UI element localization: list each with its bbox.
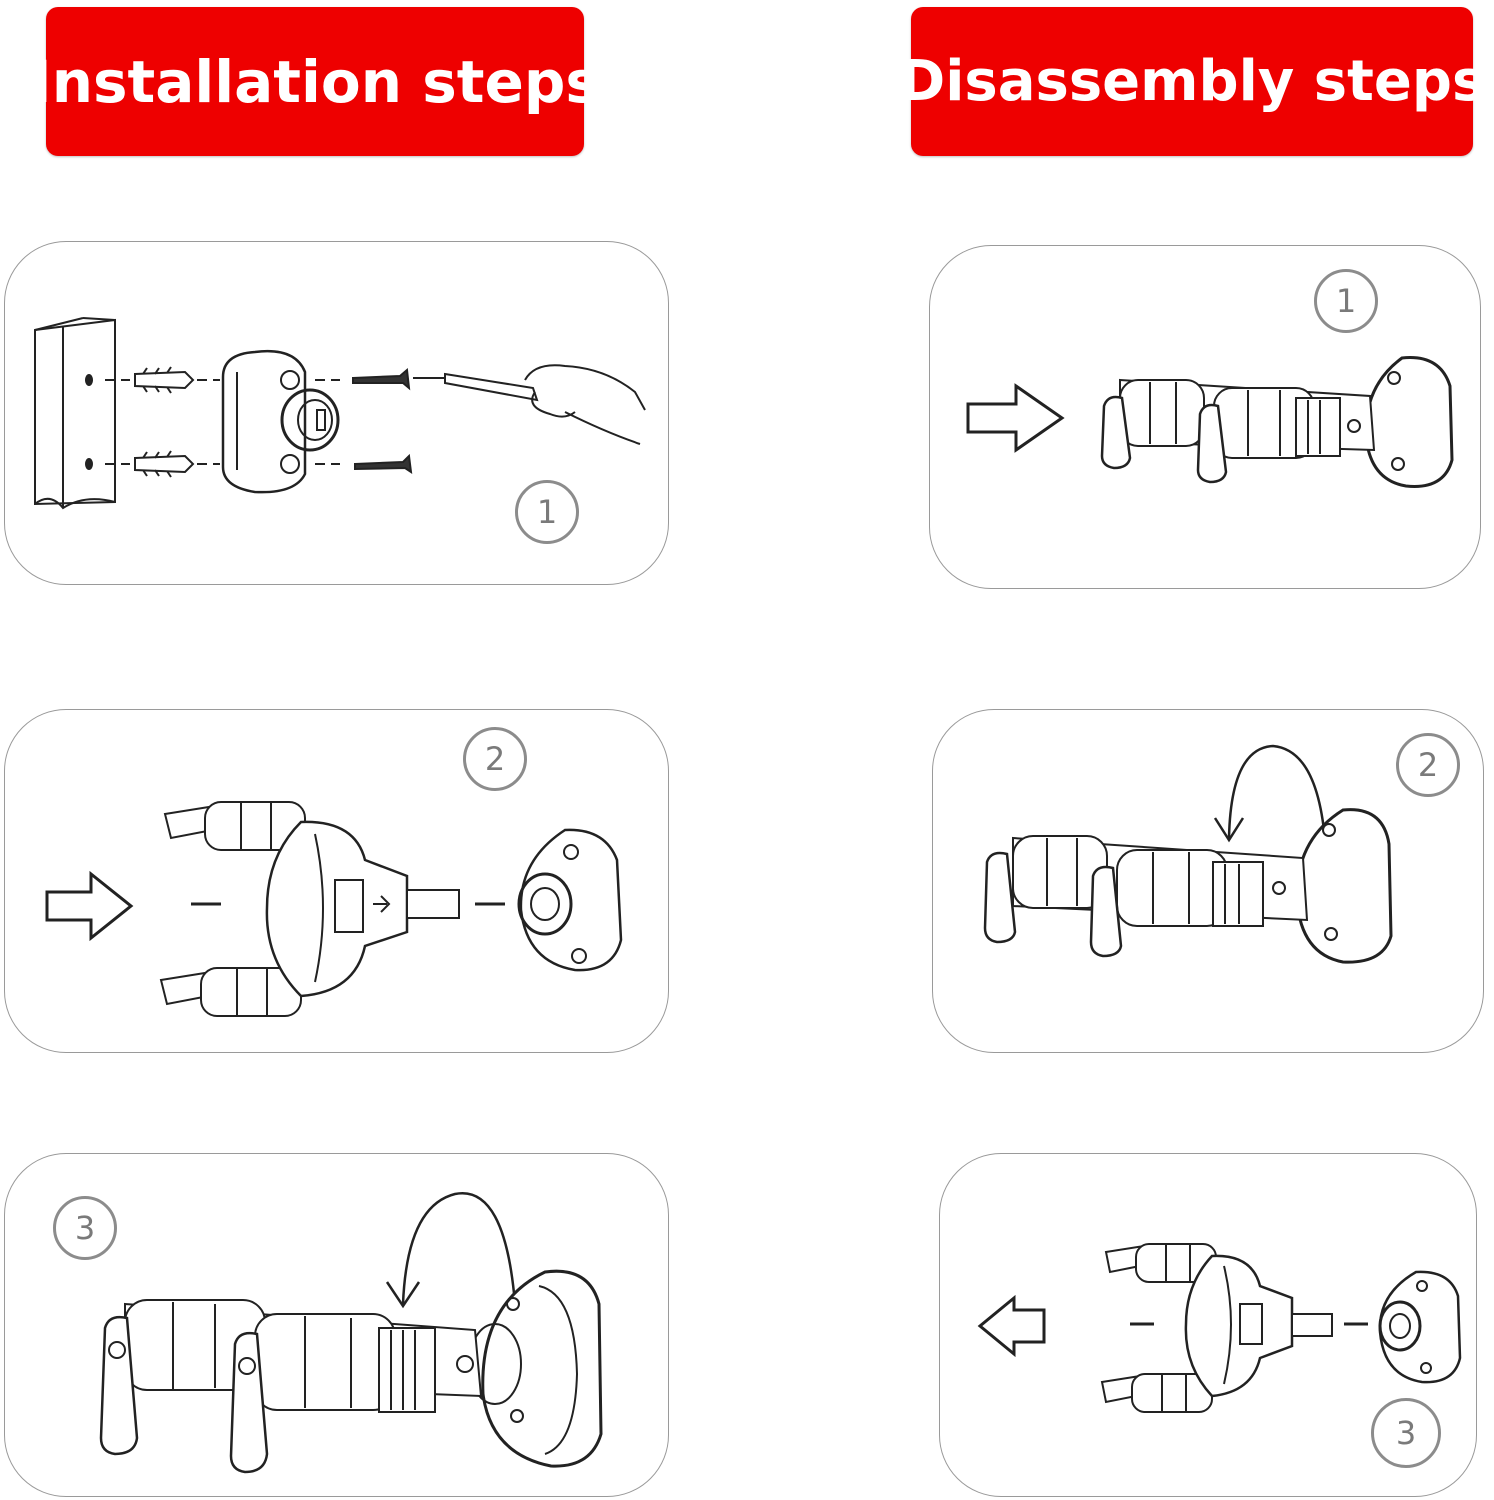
installation-step-3-panel: 3 [4,1153,669,1497]
disassembly-step-2-panel: 2 [932,709,1484,1053]
disassembly-step-1-panel: 1 [929,245,1481,589]
disassembly-step-3-panel: 3 [939,1153,1477,1497]
installation-step-2-panel: 2 [4,709,669,1053]
installation-step-1-panel: 1 [4,241,669,585]
attach-holder-illustration [45,801,623,1017]
installation-step-1-number: 1 [515,480,579,544]
remove-holder-illustration [977,1243,1462,1413]
rotate-unlock-illustration [983,744,1393,964]
disassembly-steps-title: Disassembly steps [898,49,1486,114]
installation-steps-header: Installation steps [30,7,600,156]
disassembly-step-2-number: 2 [1396,733,1460,797]
disassembly-step-3-number: 3 [1371,1398,1441,1468]
installation-steps-title: Installation steps [30,47,600,116]
push-holder-illustration [966,356,1454,488]
disassembly-step-1-number: 1 [1314,269,1378,333]
installation-step-2-number: 2 [463,727,527,791]
installation-step-3-number: 3 [53,1196,117,1260]
wall-screw-installation-illustration [34,317,646,510]
disassembly-steps-header: Disassembly steps [899,7,1485,156]
rotate-lock-illustration [99,1191,603,1474]
